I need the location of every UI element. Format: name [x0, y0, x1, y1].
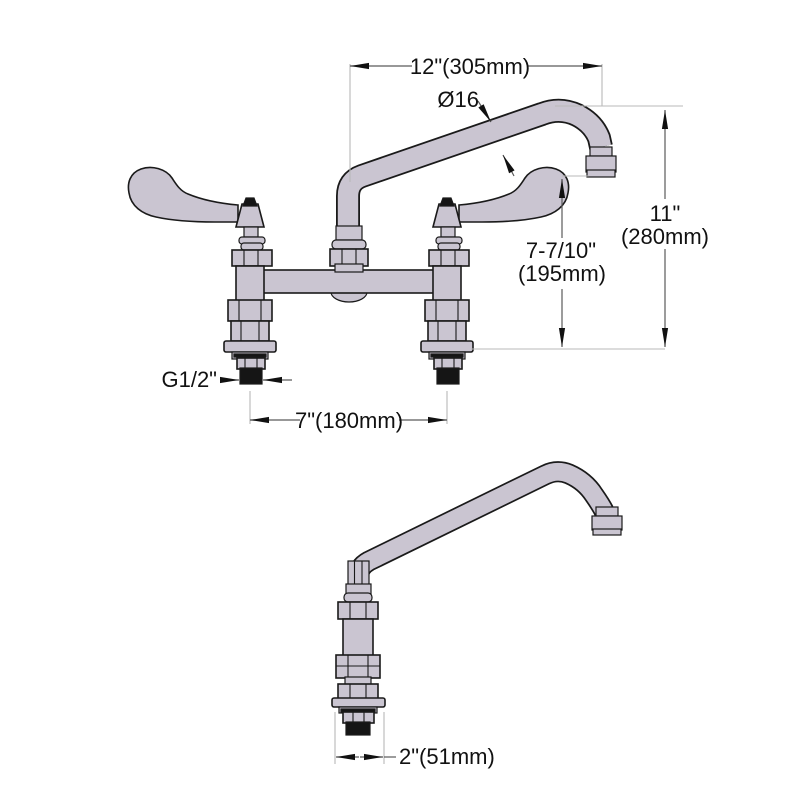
valve-body-right	[432, 265, 462, 303]
threaded-shank	[436, 367, 460, 385]
body-tube	[255, 269, 455, 294]
center-boss-bulge	[330, 291, 368, 303]
bonnet-ring-left-2	[240, 242, 264, 251]
dimension-base-width: 2"(51mm)	[334, 712, 495, 769]
spout-tube-outline	[347, 461, 614, 589]
swivel-clip	[347, 560, 370, 586]
spout-tube	[337, 100, 611, 252]
swivel-knurl-ring	[331, 239, 367, 250]
handle-hub-right	[431, 203, 463, 228]
overall-height-label-mm: (280mm)	[621, 224, 709, 249]
valve-body-left	[235, 265, 265, 303]
deck-flange	[331, 697, 386, 708]
packing-nut-right	[428, 249, 470, 267]
washer-seal	[233, 353, 267, 358]
valve-body	[342, 618, 374, 657]
aerator-band	[586, 169, 616, 178]
dimension-faucet-centers: 7"(180mm)	[249, 391, 448, 433]
aerator-band	[592, 528, 622, 536]
lock-nut	[236, 357, 266, 370]
faucet-body	[235, 265, 462, 303]
aerator-neck	[595, 506, 619, 517]
lock-nut	[342, 711, 375, 724]
bonnet-ring-right-2	[437, 242, 461, 251]
handle-stem-left	[243, 226, 259, 238]
lock-nut	[433, 357, 463, 370]
swivel-collar	[335, 225, 363, 241]
inlet-thread-label: G1/2"	[161, 367, 217, 392]
threaded-shank	[239, 367, 263, 385]
spout-reach-label: 12"(305mm)	[410, 54, 530, 79]
spout-tube	[349, 462, 612, 587]
aerator-body	[591, 515, 623, 531]
swing-spout	[336, 98, 617, 252]
threaded-shank	[345, 721, 371, 736]
hex-nut	[230, 320, 270, 342]
deck-flange	[420, 340, 474, 353]
shank-stack-side	[331, 618, 386, 736]
shank-stack-right	[420, 299, 474, 385]
spout-diameter-label: Ø16	[437, 87, 479, 112]
hex-nut	[424, 299, 470, 322]
handle-blade-left	[127, 166, 239, 223]
spout-swivel-base	[329, 225, 369, 273]
handle-blade-right	[458, 166, 570, 223]
hex-nut	[337, 683, 379, 700]
swivel-ring	[343, 592, 373, 603]
hex-nut	[227, 299, 273, 322]
hex-nut	[427, 320, 467, 342]
faucet-centers-label: 7"(180mm)	[295, 408, 403, 433]
spout-swivel-side	[337, 560, 379, 620]
dimension-annotations: 12"(305mm) Ø16 11" (280mm) 7-7/10" (195m…	[161, 54, 709, 769]
handle-stem-right	[440, 226, 456, 238]
dimension-spout-diameter: Ø16	[437, 87, 515, 177]
dimension-spout-reach: 12"(305mm)	[349, 54, 603, 182]
handle-cap-right	[439, 197, 455, 207]
dimension-inlet-thread: G1/2"	[161, 367, 292, 392]
dimension-outlet-height: 7-7/10" (195mm)	[518, 175, 606, 347]
handle-cap-left	[242, 197, 258, 207]
packing-nut-left	[231, 249, 273, 267]
wrist-blade-handle-left	[127, 166, 273, 267]
washer-seal	[430, 353, 464, 358]
handle-hub-left	[234, 203, 266, 228]
faucet-front-view	[127, 98, 617, 385]
aerator-neck	[589, 146, 613, 157]
deck-flange	[223, 340, 277, 353]
base-width-label: 2"(51mm)	[399, 744, 495, 769]
dimension-overall-height: 11" (280mm)	[471, 105, 709, 350]
swivel-boss	[334, 263, 364, 273]
overall-height-label-in: 11"	[650, 201, 681, 226]
swivel-nut	[337, 601, 379, 620]
outlet-height-label-in: 7-7/10"	[526, 238, 596, 263]
faucet-side-view	[331, 461, 623, 736]
outlet-height-label-mm: (195mm)	[518, 261, 606, 286]
shank-stack-left	[223, 299, 277, 385]
swing-spout-side	[347, 461, 623, 589]
